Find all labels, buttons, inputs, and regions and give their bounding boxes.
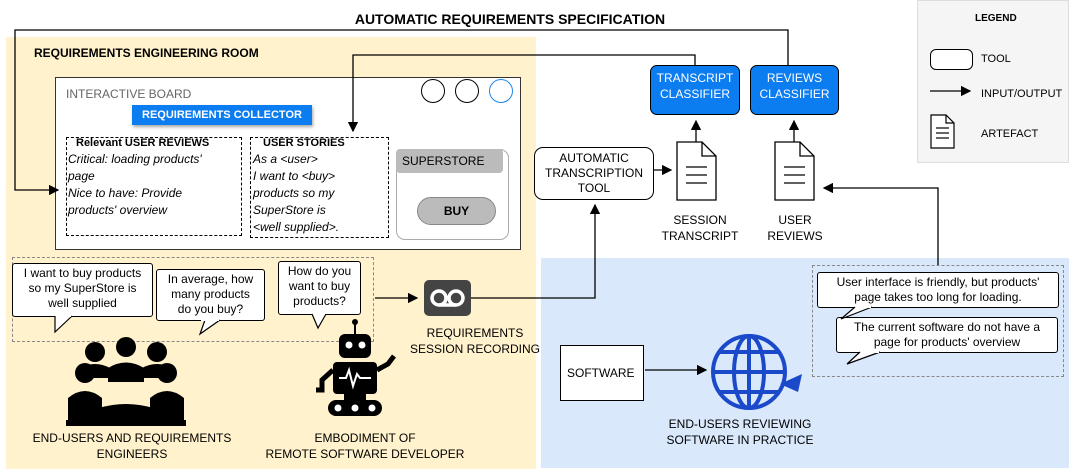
legend-artefact-label: ARTEFACT (981, 128, 1039, 140)
arrow-transcript-classifier-to-stories (347, 54, 696, 133)
review-bubble-1: User interface is friendly, but products… (817, 272, 1059, 308)
legend-document-icon (930, 114, 955, 149)
board-title: INTERACTIVE BOARD (66, 87, 192, 101)
buy-button[interactable]: BUY (417, 197, 496, 225)
legend-title: LEGEND (975, 13, 1017, 24)
software-box: SOFTWARE (560, 345, 644, 401)
speech-tails (54, 306, 881, 365)
room-title: REQUIREMENTS ENGINEERING ROOM (34, 46, 259, 60)
legend-io-label: INPUT/OUTPUT (981, 88, 1063, 100)
arrow-recording-to-transcription (471, 203, 601, 299)
window-circle-icon (489, 79, 513, 103)
reviews-panel-text: Critical: loading products' page Nice to… (68, 152, 202, 217)
robot-icon (316, 319, 396, 416)
stories-panel-text: As a <user> I want to <buy> products so … (253, 152, 340, 234)
globe-cursor-icon (780, 374, 802, 392)
arrow-reviews-to-user-reviews (822, 182, 939, 265)
superstore-title: SUPERSTORE (396, 149, 503, 173)
session-transcript-document-icon (676, 141, 717, 201)
globe-icon (711, 334, 787, 410)
user-reviews-document-icon (774, 141, 815, 201)
reviews-group (812, 265, 1064, 377)
legend-tool-label: TOOL (981, 53, 1011, 65)
stories-panel-title: USER STORIES (263, 137, 345, 149)
window-circle-icon (455, 79, 479, 103)
diagram-title: AUTOMATIC REQUIREMENTS SPECIFICATION (354, 11, 666, 27)
people-icon (66, 337, 186, 426)
window-circle-icon (421, 79, 445, 103)
arrow-reviews-classifier-to-reviews-panel (14, 29, 789, 196)
recording-icon (424, 280, 471, 316)
requirements-collector: REQUIREMENTS COLLECTOR (132, 105, 312, 125)
reviews-panel-title: Relevant USER REVIEWS (76, 137, 210, 149)
legend-tool-symbol (930, 49, 973, 70)
relevant-reviews-panel (66, 137, 242, 236)
user-stories-panel (250, 137, 389, 238)
